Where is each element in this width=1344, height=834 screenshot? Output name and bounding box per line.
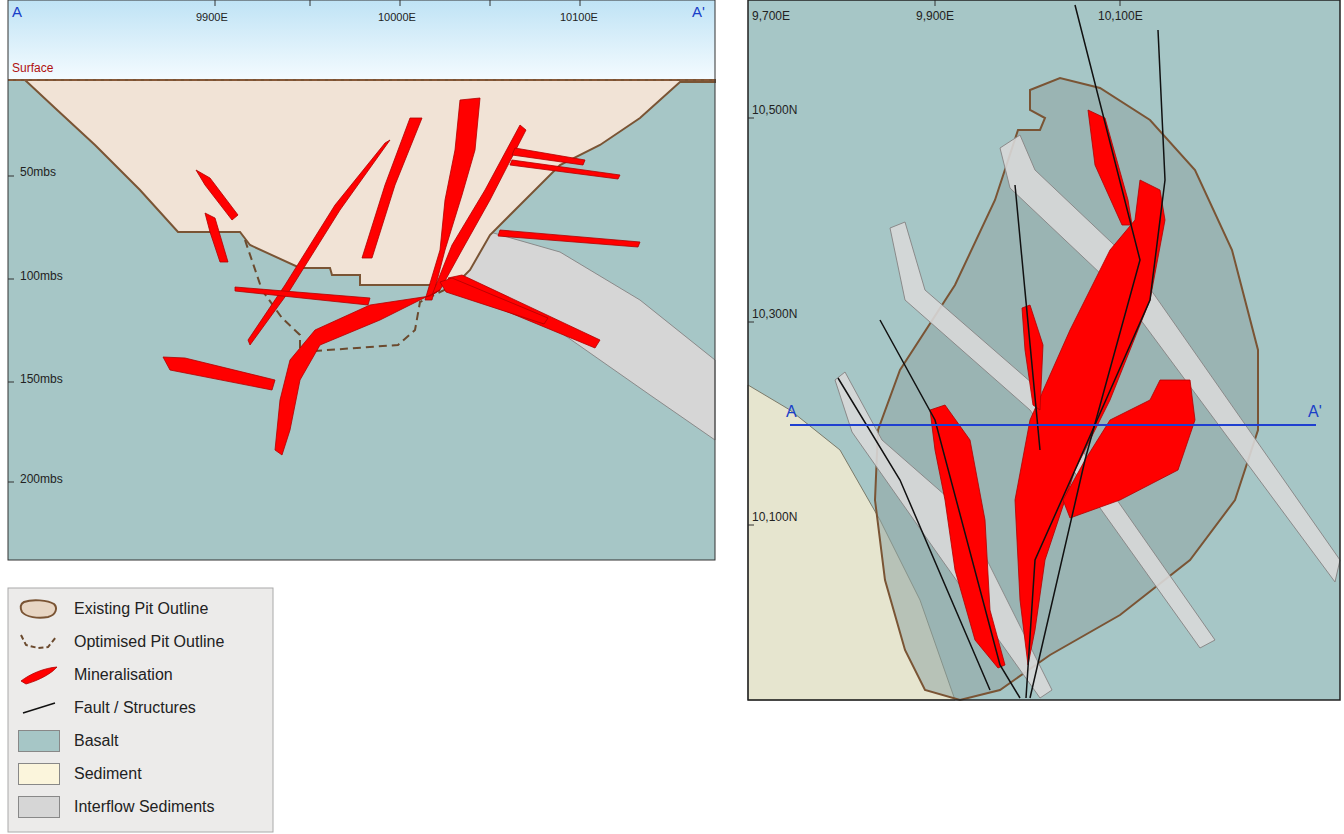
legend-text: Mineralisation (74, 666, 173, 684)
legend-item: Sediment (18, 761, 142, 787)
legend-item: Optimised Pit Outline (18, 629, 224, 655)
ore-body (510, 160, 620, 179)
tick (935, 0, 936, 6)
sky (8, 0, 715, 80)
ore-body (196, 170, 238, 220)
section-end: A (12, 4, 22, 19)
tick (1120, 0, 1121, 6)
legend-text: Existing Pit Outline (74, 600, 208, 618)
tick (8, 279, 14, 280)
surface-line (8, 79, 715, 81)
fault-line (1030, 5, 1140, 698)
legend-symbol-shape (21, 600, 56, 618)
legend-item: Fault / Structures (18, 695, 196, 721)
legend-symbol (18, 664, 60, 686)
easting-label: 10100E (560, 12, 598, 23)
legend-symbol (18, 631, 60, 653)
legend-swatch (18, 730, 60, 752)
tick (748, 322, 754, 323)
legend-symbol-shape (21, 667, 57, 684)
legend-symbol-shape (23, 703, 55, 713)
tick (748, 525, 754, 526)
legend-swatch (18, 763, 60, 785)
tick (8, 482, 14, 483)
basalt (8, 80, 715, 560)
interflow-sediments (835, 135, 1340, 698)
northing-label: 10,500N (752, 104, 797, 116)
ore-body (275, 290, 440, 455)
basalt (748, 0, 1340, 700)
plan-view (748, 0, 1340, 700)
tick (8, 176, 14, 177)
legend-item: Mineralisation (18, 662, 173, 688)
legend-text: Basalt (74, 732, 118, 750)
fault-line (880, 320, 1020, 698)
ore-body (1063, 380, 1195, 518)
tick (490, 0, 491, 6)
ore-body (163, 357, 275, 390)
ore-body (432, 125, 526, 295)
northing-label: 10,100N (752, 511, 797, 523)
panel-frame (8, 0, 715, 560)
grid-ticks (8, 0, 580, 482)
fault-line (1026, 30, 1165, 698)
faults (838, 5, 1165, 698)
legend-swatch (18, 796, 60, 818)
tick (580, 0, 581, 6)
legend-item: Interflow Sediments (18, 794, 215, 820)
legend-symbol (18, 598, 60, 620)
ore-body (235, 287, 370, 305)
legend-symbol (18, 697, 60, 719)
tick (215, 0, 216, 6)
depth-label: 100mbs (20, 270, 63, 282)
ore-body (425, 98, 480, 300)
panel-frame (748, 0, 1340, 700)
tick (748, 118, 754, 119)
fault-line (1015, 185, 1040, 450)
grid-ticks (748, 0, 1120, 525)
existing-pit (8, 80, 715, 285)
easting-label: 9,700E (752, 10, 790, 22)
legend-text: Optimised Pit Outline (74, 633, 224, 651)
legend-item: Basalt (18, 728, 118, 754)
depth-label: 150mbs (20, 373, 63, 385)
legend-item: Existing Pit Outline (18, 596, 208, 622)
legend-text: Sediment (74, 765, 142, 783)
section-end: A (786, 404, 797, 420)
surface-label: Surface (12, 62, 53, 74)
section-end: A' (692, 4, 705, 19)
ore-body (362, 118, 422, 258)
tick (310, 0, 311, 6)
ore-body (1022, 305, 1043, 410)
legend-symbol-shape (21, 635, 56, 648)
ore-body (498, 230, 640, 247)
tick (400, 0, 401, 6)
ore-body (440, 278, 548, 324)
easting-label: 9900E (196, 12, 228, 23)
easting-label: 9,900E (916, 10, 954, 22)
cross-section (8, 0, 715, 560)
section-line (790, 424, 1316, 426)
mineralisation (163, 98, 640, 455)
northing-label: 10,300N (752, 308, 797, 320)
legend-text: Interflow Sediments (74, 798, 215, 816)
depth-label: 200mbs (20, 473, 63, 485)
legend-box (8, 588, 273, 832)
tick (8, 382, 14, 383)
easting-label: 10000E (378, 12, 416, 23)
ore-body (205, 213, 228, 262)
mineralisation (930, 110, 1195, 668)
depth-label: 50mbs (20, 166, 56, 178)
legend-text: Fault / Structures (74, 699, 196, 717)
easting-label: 10,100E (1098, 10, 1143, 22)
section-end: A' (1308, 404, 1322, 420)
ore-body (1088, 110, 1132, 225)
